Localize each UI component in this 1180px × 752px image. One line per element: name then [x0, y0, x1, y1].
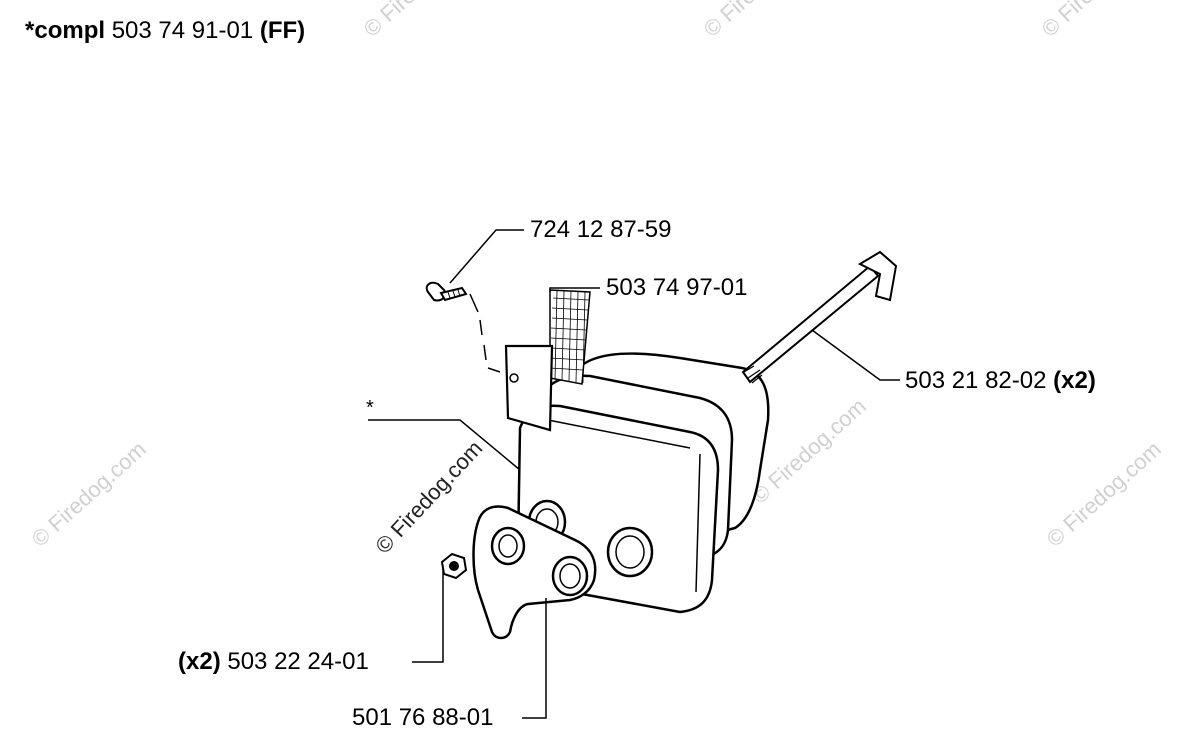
gasket-plate [472, 505, 597, 640]
leader-bolt [811, 329, 900, 381]
watermark-top-b: © Firedog.com [699, 0, 823, 42]
label-screen: 503 74 97-01 [606, 274, 748, 301]
screw [425, 281, 468, 302]
title-suffix: (FF) [259, 17, 306, 44]
watermark-top-c: © Firedog.com [1037, 0, 1161, 42]
screw-dash-line [469, 293, 501, 373]
watermark-top-a: © Firedog.com [359, 0, 483, 42]
leader-screen [549, 287, 600, 292]
label-bolt: 503 21 82-02 (x2) [905, 367, 1096, 394]
leader-assembly [368, 419, 521, 471]
watermark-main: © Firedog.com [370, 436, 487, 559]
leader-nut [412, 568, 444, 663]
hex-nut [440, 552, 468, 580]
leader-lines [368, 229, 900, 719]
label-screw: 724 12 87-59 [530, 216, 672, 243]
watermark-left: © Firedog.com [27, 436, 151, 551]
label-nut: (x2) 503 22 24-01 [178, 648, 369, 675]
through-bolt [741, 250, 898, 384]
label-assembly: * [366, 397, 374, 419]
assembly-title: *compl 503 74 91-01 (FF) [25, 16, 305, 46]
label-gasket: 501 76 88-01 [352, 704, 494, 731]
leader-gasket [522, 598, 547, 719]
leader-screw [449, 229, 524, 284]
watermark-right: © Firedog.com [1042, 436, 1166, 551]
title-prefix: *compl [25, 17, 106, 44]
title-part-number: 503 74 91-01 [111, 17, 254, 44]
spark-screen [504, 289, 591, 432]
